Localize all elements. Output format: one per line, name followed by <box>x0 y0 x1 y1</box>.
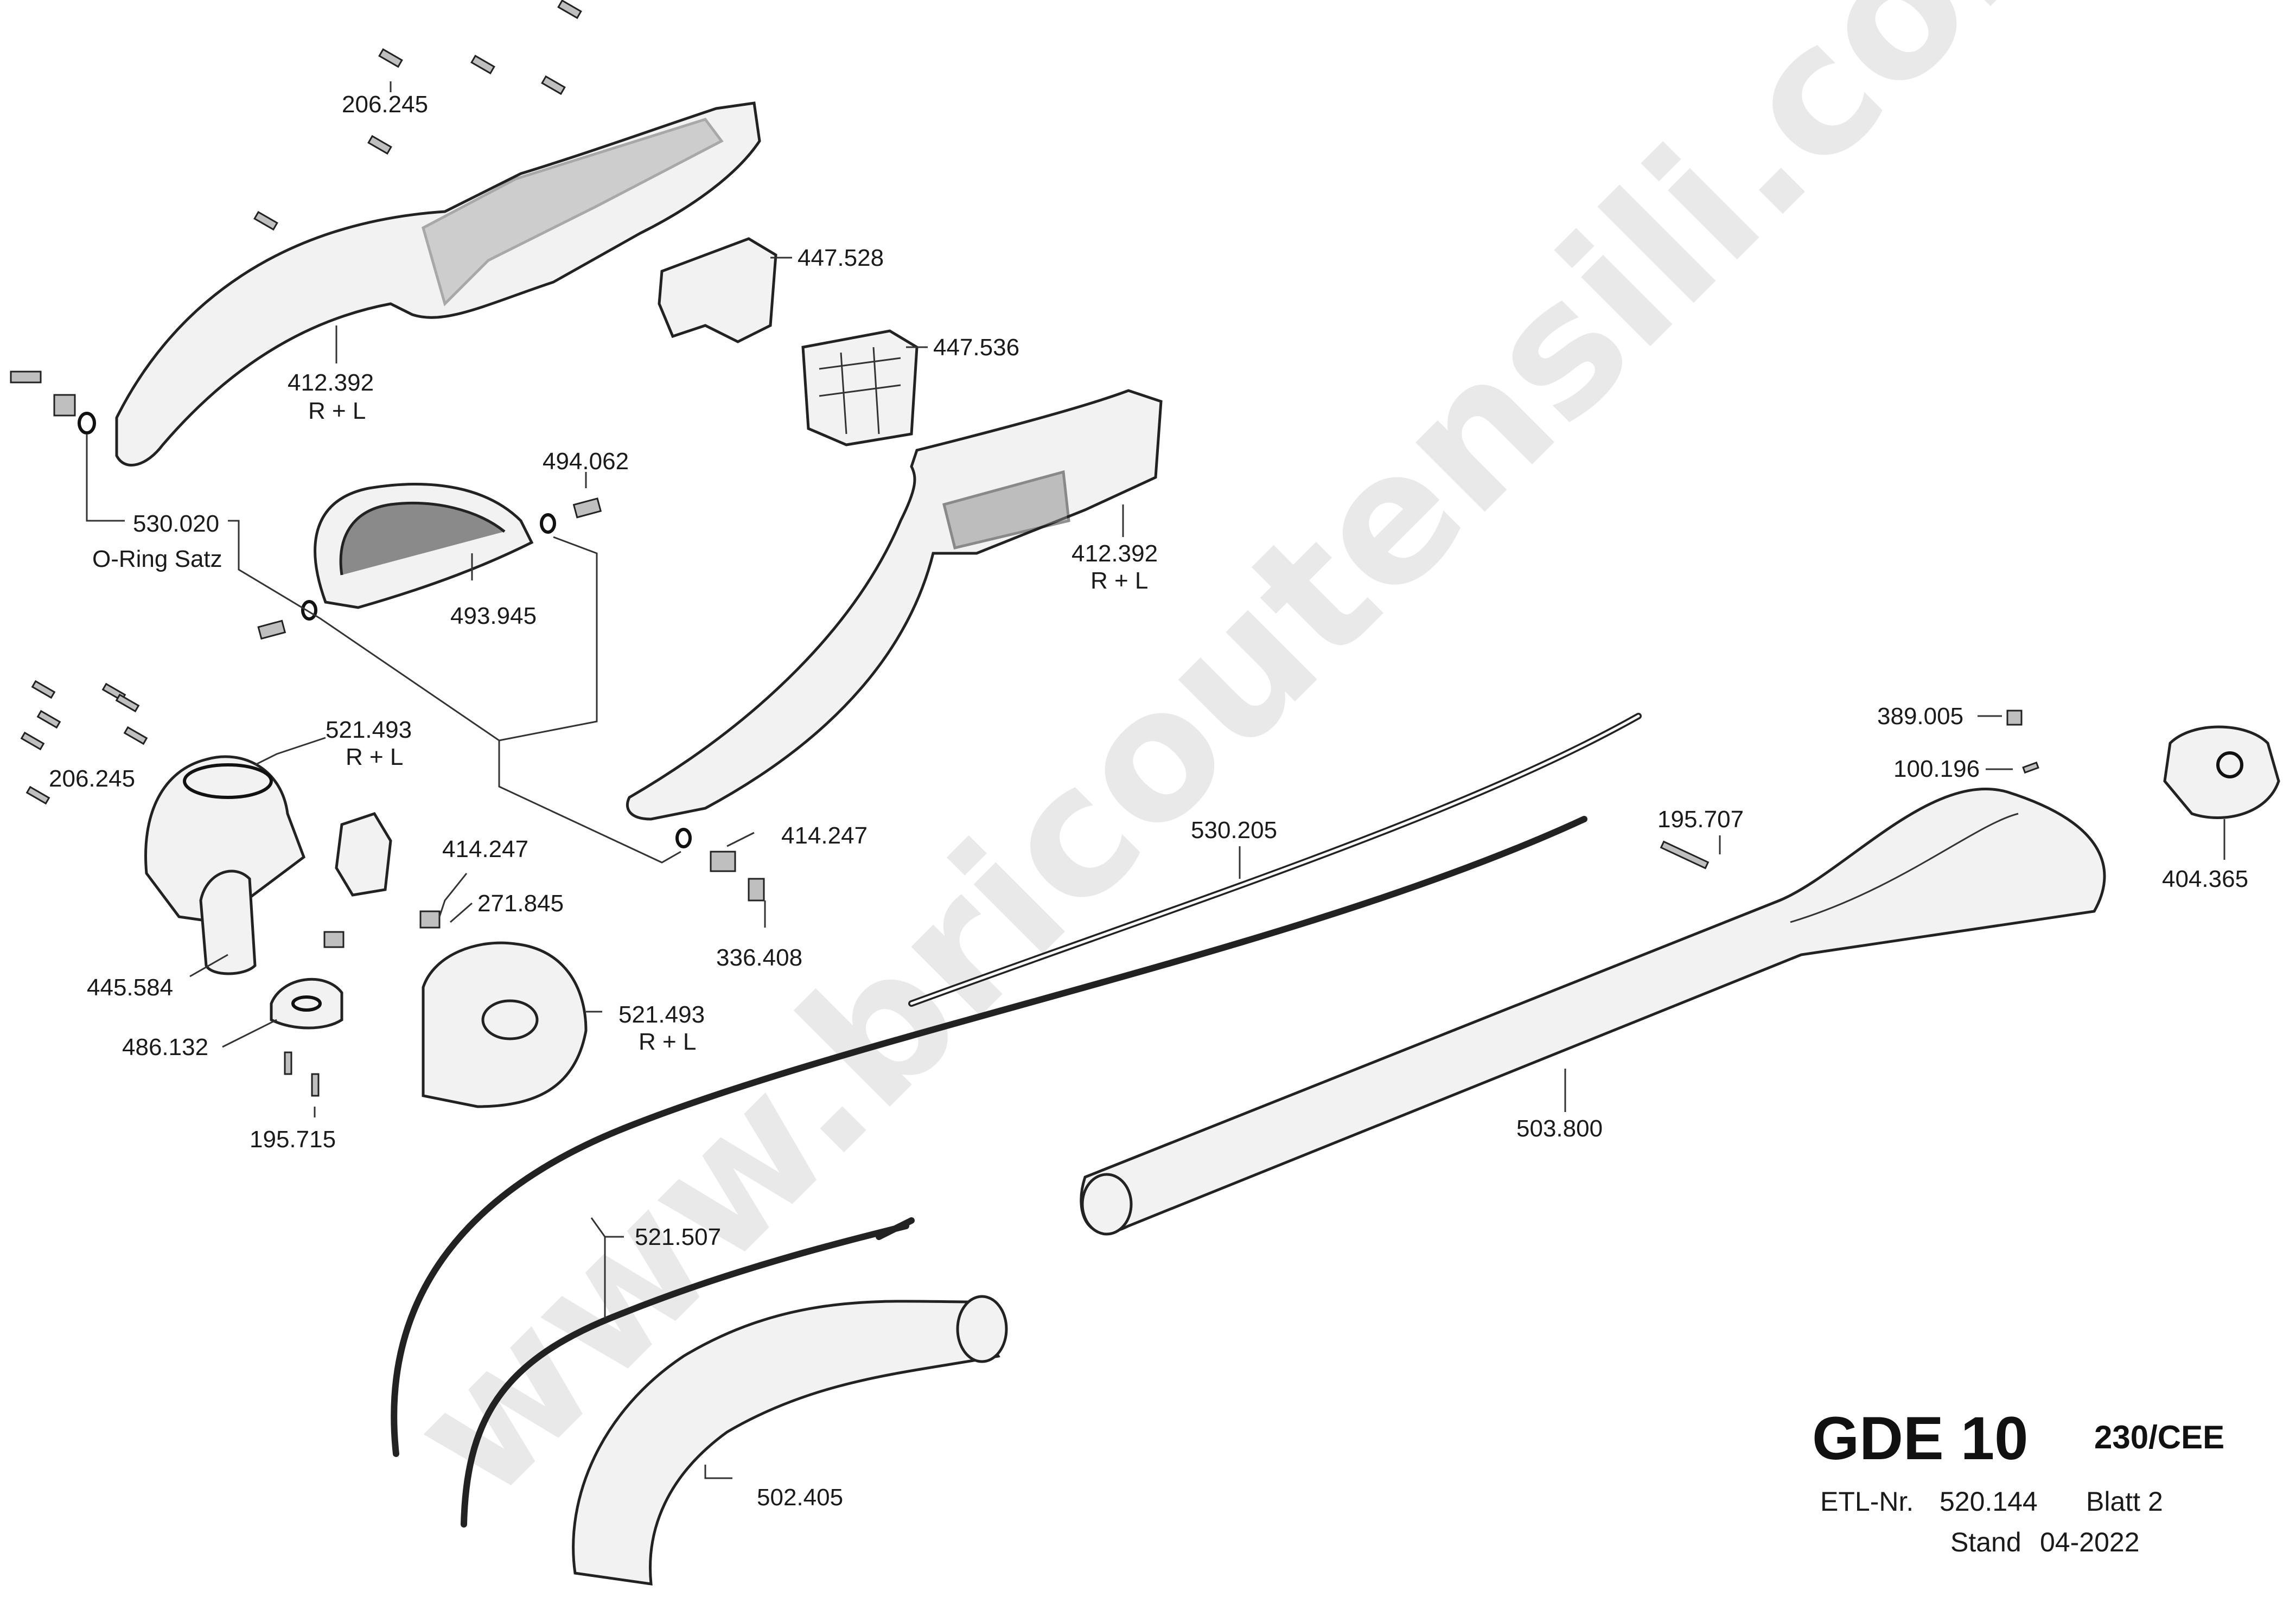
lower-handle-shell-right <box>626 389 1163 821</box>
sheet-number: Blatt 2 <box>2086 1486 2163 1517</box>
label-494062: 494.062 <box>543 448 629 475</box>
label-195707: 195.707 <box>1657 806 1744 833</box>
label-521493-upper-rl: R + L <box>346 744 403 770</box>
screws <box>10 0 2039 1097</box>
label-412392-upper-rl: R + L <box>308 398 366 424</box>
label-502405: 502.405 <box>757 1484 843 1511</box>
main-shaft-503800 <box>1080 788 2106 1236</box>
label-271845: 271.845 <box>477 890 564 917</box>
label-404365: 404.365 <box>2162 866 2248 892</box>
stand-label: Stand <box>1950 1527 2021 1557</box>
grid-insert-447536 <box>801 329 919 446</box>
switch-cover <box>335 812 392 897</box>
label-412392-lower: 412.392 <box>1072 540 1158 567</box>
bracket-447528 <box>658 237 777 343</box>
label-389005: 389.005 <box>1877 703 1963 730</box>
bend-tube-502405 <box>572 1295 1008 1586</box>
label-530205: 530.205 <box>1191 817 1277 844</box>
label-100196: 100.196 <box>1893 756 1980 782</box>
label-412392-lower-rl: R + L <box>1090 567 1148 594</box>
bow-handle-493945 <box>314 483 534 609</box>
stand-date: 04-2022 <box>2040 1527 2140 1557</box>
label-521493-lower-rl: R + L <box>639 1028 696 1055</box>
drive-cable-521507 <box>461 1217 915 1528</box>
head-housing-521493-lower <box>422 941 588 1108</box>
part-labels: 206.245 412.392 R + L 447.528 447.536 49… <box>49 91 2248 1511</box>
etl-number: 520.144 <box>1940 1486 2038 1517</box>
label-486132: 486.132 <box>122 1034 208 1060</box>
clip-445584 <box>199 870 257 975</box>
label-445584: 445.584 <box>87 974 173 1001</box>
label-414247-right: 414.247 <box>781 822 868 849</box>
label-206245-left: 206.245 <box>49 765 135 792</box>
cable-tube-530205 <box>391 713 1642 1457</box>
label-206245-top: 206.245 <box>342 91 428 118</box>
model-variant: 230/CEE <box>2094 1419 2224 1455</box>
label-414247-left: 414.247 <box>442 836 528 863</box>
label-521493-lower: 521.493 <box>618 1001 705 1028</box>
title-block: GDE 10 230/CEE ETL-Nr. 520.144 Blatt 2 S… <box>1812 1404 2224 1557</box>
spool-cap-486132 <box>270 978 343 1030</box>
label-493945: 493.945 <box>450 603 537 629</box>
label-503800: 503.800 <box>1516 1115 1603 1142</box>
label-336408: 336.408 <box>716 944 802 971</box>
clamp-404365 <box>2163 725 2280 819</box>
label-521507: 521.507 <box>635 1224 721 1250</box>
leader-lines <box>86 81 2225 1479</box>
o-rings <box>78 412 692 848</box>
label-412392-upper: 412.392 <box>288 369 374 396</box>
label-195715: 195.715 <box>250 1126 336 1153</box>
label-530020: 530.020 <box>133 510 219 537</box>
model-title: GDE 10 <box>1812 1404 2028 1472</box>
label-530020-sub: O-Ring Satz <box>92 546 222 572</box>
label-521493-upper: 521.493 <box>326 717 412 743</box>
label-447528: 447.528 <box>798 245 884 271</box>
label-447536: 447.536 <box>933 334 1019 361</box>
etl-label: ETL-Nr. <box>1820 1486 1914 1517</box>
head-housing-521493-upper <box>144 755 305 924</box>
upper-handle-shell-left <box>115 101 761 467</box>
